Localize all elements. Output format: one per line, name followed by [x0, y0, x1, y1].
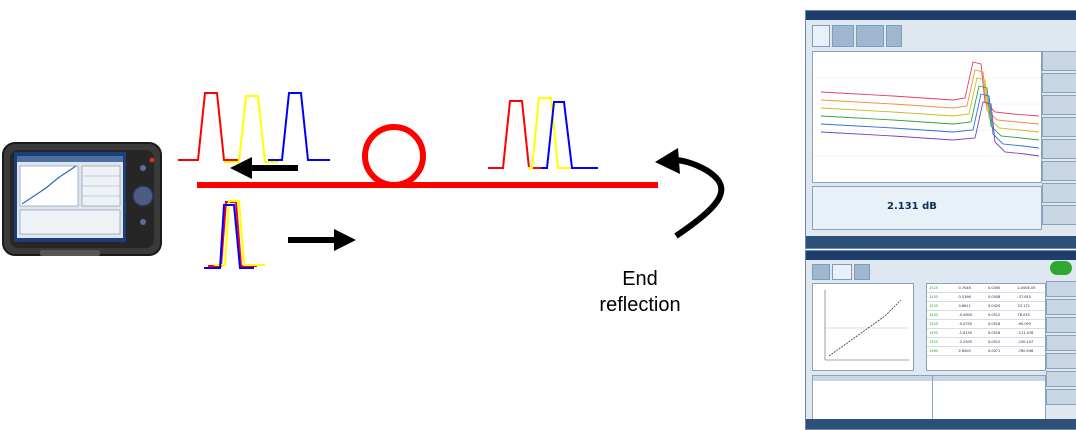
table-cell: 53.172	[1017, 304, 1030, 308]
table-cell: -150.147	[1017, 340, 1034, 344]
table-cell: -1.6150	[958, 331, 973, 335]
table-cell: -760.946	[1017, 349, 1034, 353]
side-button-2[interactable]	[1042, 73, 1076, 93]
side-button-12[interactable]	[1046, 335, 1076, 351]
summary-plot-svg	[824, 290, 909, 361]
forward-arrow	[288, 229, 356, 251]
table-cell: 0.0518	[988, 322, 1001, 326]
trace-tabs	[812, 25, 902, 47]
end-reflection-arrow	[655, 148, 725, 239]
end-reflection-label: End reflection	[575, 266, 705, 318]
side-button-7[interactable]	[1042, 183, 1076, 203]
table-cell: 0.0420	[988, 304, 1001, 308]
help-tab-2[interactable]	[854, 264, 870, 280]
return-arrow	[230, 157, 298, 179]
table-cell: -90.093	[1017, 322, 1032, 326]
table-cell: 0.0512	[988, 313, 1001, 317]
otdr-trace-screenshot: 2.131 dB	[805, 10, 1076, 249]
table-cell: 0.7048	[958, 286, 971, 290]
summary-plot	[812, 283, 914, 371]
table-cell: 2.000E-05	[1017, 286, 1036, 290]
table-cell: -37.615	[1017, 295, 1032, 299]
side-button-3[interactable]	[1042, 95, 1076, 115]
reflected-pulses-right	[488, 97, 598, 169]
table-row[interactable]: 1545 -0.0750 0.0518 -90.093	[927, 320, 1045, 329]
graph-tab[interactable]	[812, 264, 830, 280]
trace-plot	[812, 51, 1042, 183]
table-cell: 1560	[929, 349, 938, 353]
otdr-device	[2, 142, 162, 256]
side-button-1[interactable]	[1042, 51, 1076, 71]
side-button-11[interactable]	[1046, 317, 1076, 333]
table-cell: -2.2505	[958, 340, 973, 344]
side-button-6[interactable]	[1042, 161, 1076, 181]
results-tab[interactable]	[832, 264, 852, 280]
side-button-14[interactable]	[1046, 371, 1076, 387]
launch-pulses	[204, 200, 265, 269]
summary-tabs	[812, 264, 870, 280]
trace-tab[interactable]	[812, 25, 830, 47]
table-cell: 1530	[929, 295, 938, 299]
side-button-13[interactable]	[1046, 353, 1076, 369]
otdr-device-dial	[132, 185, 154, 207]
table-cell: 1545	[929, 322, 938, 326]
summary-box	[932, 375, 1046, 421]
table-cell: 0.0071	[988, 349, 1001, 353]
fiber-loop	[362, 124, 426, 188]
table-cell: 0.0512	[988, 340, 1001, 344]
trace-titlebar	[806, 11, 1076, 20]
side-button-10[interactable]	[1046, 299, 1076, 315]
help-tab[interactable]	[886, 25, 902, 47]
trace-statusbar	[806, 236, 1076, 248]
table-cell: 0.5196	[958, 295, 971, 299]
loss-readout: 2.131 dB	[887, 201, 937, 212]
table-cell: 1550	[929, 331, 938, 335]
table-cell: 1540	[929, 313, 938, 317]
table-row[interactable]: 1530 0.5196 0.0508 -37.615	[927, 293, 1045, 302]
end-reflection-label-line2: reflection	[599, 294, 681, 316]
summary-table: 1525 0.7048 0.0450 2.000E-05 1530 0.5196 0.050…	[926, 283, 1046, 371]
table-cell: 2.6500	[958, 349, 971, 353]
fiber-summary-screenshot: 1525 0.7048 0.0450 2.000E-05 1530 0.5196 0.050…	[805, 250, 1076, 430]
table-cell: 76.035	[1017, 313, 1030, 317]
side-button-15[interactable]	[1046, 389, 1076, 405]
table-cell: -111.476	[1017, 331, 1034, 335]
trace-info-panel: 2.131 dB	[812, 186, 1042, 230]
reflected-pulses-left	[178, 92, 330, 163]
table-cell: 0.6611	[958, 304, 971, 308]
file-manager-tab[interactable]	[856, 25, 884, 47]
table-cell: -0.0750	[958, 322, 973, 326]
side-button-9[interactable]	[1046, 281, 1076, 297]
table-row[interactable]: 1540 -0.4900 0.0512 76.035	[927, 311, 1045, 320]
analysis-tab[interactable]	[832, 25, 854, 47]
table-row[interactable]: 1560 2.6500 0.0071 -760.946	[927, 347, 1045, 356]
table-row[interactable]: 1525 0.7048 0.0450 2.000E-05	[927, 284, 1045, 293]
table-cell: 0.0450	[988, 286, 1001, 290]
table-cell: 0.0518	[988, 331, 1001, 335]
fiber-data-box	[812, 375, 934, 421]
trace-plot-svg	[813, 61, 1041, 157]
table-cell: 1535	[929, 304, 938, 308]
table-cell: 1525	[929, 286, 938, 290]
table-row[interactable]: 1535 0.6611 0.0420 53.172	[927, 302, 1045, 311]
table-row[interactable]: 1550 -1.6150 0.0518 -111.476	[927, 329, 1045, 338]
summary-titlebar	[806, 251, 1076, 260]
side-button-5[interactable]	[1042, 139, 1076, 159]
end-reflection-label-line1: End	[622, 268, 658, 290]
table-cell: 0.0508	[988, 295, 1001, 299]
start-button[interactable]	[1050, 261, 1072, 275]
table-row[interactable]: 1555 -2.2505 0.0512 -150.147	[927, 338, 1045, 347]
table-cell: -0.4900	[958, 313, 973, 317]
summary-statusbar	[806, 419, 1076, 429]
side-button-8[interactable]	[1042, 205, 1076, 225]
side-button-4[interactable]	[1042, 117, 1076, 137]
table-cell: 1555	[929, 340, 938, 344]
